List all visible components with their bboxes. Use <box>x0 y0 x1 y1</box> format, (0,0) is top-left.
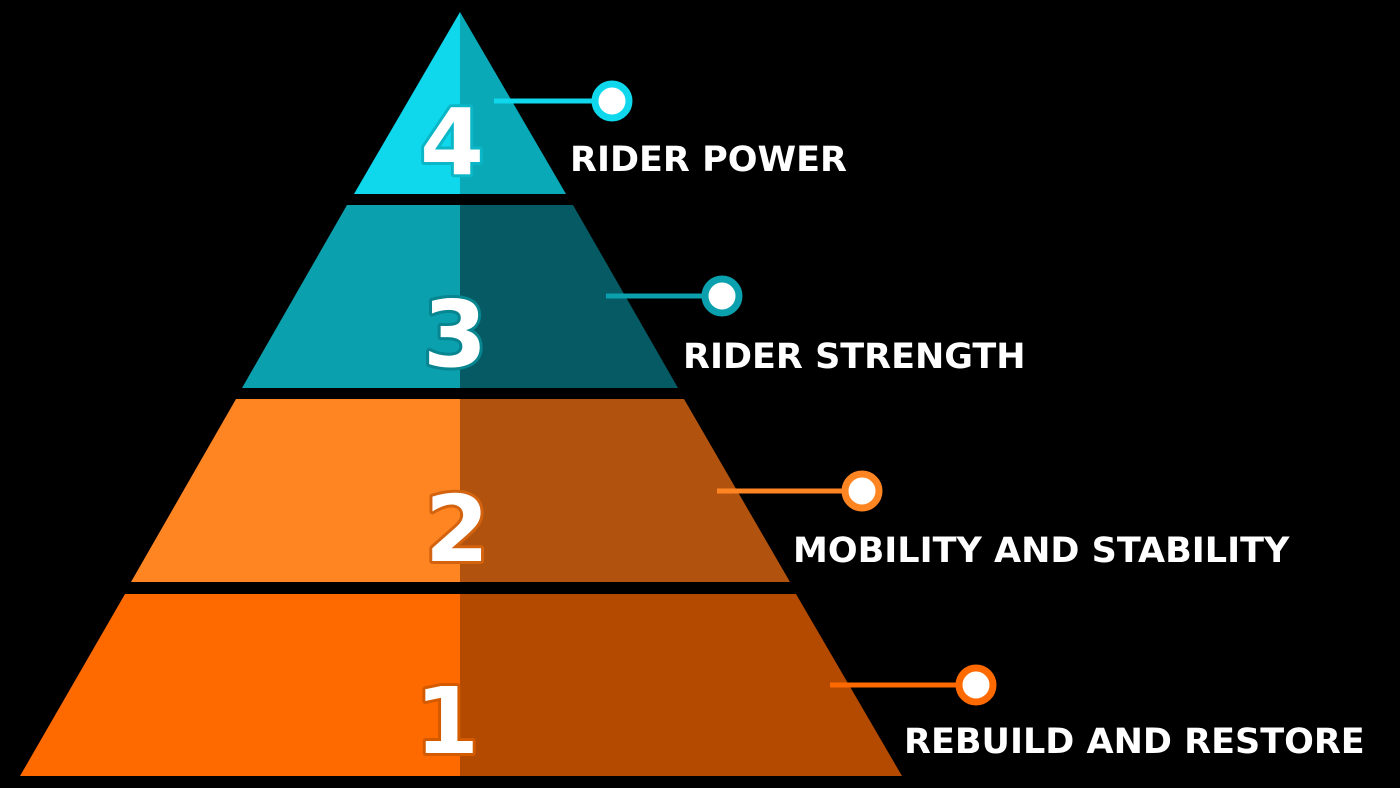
tier-4-connector-dot <box>591 80 633 122</box>
tier-3-left-face <box>242 205 460 388</box>
tier-2-left-face <box>131 399 460 582</box>
tier-3-label: RIDER STRENGTH <box>683 337 1026 377</box>
tier-2-number: 2 <box>425 476 489 583</box>
tier-2-connector-dot <box>841 470 883 512</box>
tier-1-label: REBUILD AND RESTORE <box>904 722 1365 762</box>
tier-3-connector-dot <box>701 275 743 317</box>
tier-1-number: 1 <box>415 668 479 775</box>
tier-4-left-face <box>354 12 460 194</box>
tier-1-connector-dot <box>955 664 997 706</box>
tier-4-label: RIDER POWER <box>570 140 847 180</box>
tier-3: 3 RIDER STRENGTH <box>242 205 1026 391</box>
tier-2-right-face <box>460 399 790 582</box>
tier-4: 4 RIDER POWER <box>354 12 847 199</box>
tier-1: 1 REBUILD AND RESTORE <box>20 594 1365 778</box>
tier-3-right-face <box>460 205 678 388</box>
tier-2-label: MOBILITY AND STABILITY <box>793 531 1290 571</box>
tier-3-number: 3 <box>423 281 487 388</box>
tier-4-number: 4 <box>420 89 484 196</box>
tier-1-right-face <box>460 594 902 776</box>
tier-2: 2 MOBILITY AND STABILITY <box>131 399 1290 586</box>
tier-1-left-face <box>20 594 460 776</box>
